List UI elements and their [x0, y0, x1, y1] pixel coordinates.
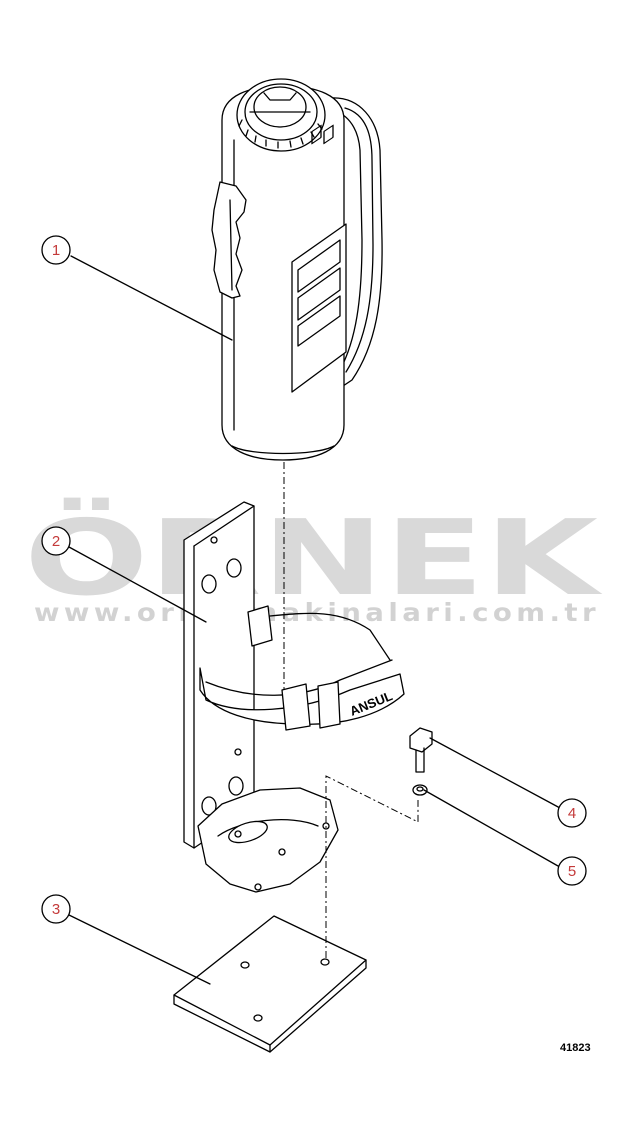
- watermark: ÖRNEK www.ornekmakinalari.com.tr: [24, 497, 603, 627]
- discharge-hose: [329, 97, 383, 389]
- extinguisher-cylinder: [211, 78, 383, 461]
- svg-text:1: 1: [52, 242, 60, 259]
- mounting-base-plate: [173, 915, 367, 1053]
- svg-text:5: 5: [568, 863, 576, 880]
- bracket-strap: [199, 667, 405, 725]
- carry-handle: [211, 181, 247, 299]
- lock-washer: [412, 784, 428, 796]
- watermark-url: www.ornekmakinalari.com.tr: [34, 598, 600, 627]
- instruction-label: [291, 223, 347, 393]
- mounting-bolt: [409, 727, 433, 773]
- svg-text:2: 2: [52, 533, 60, 550]
- figure-number: 41823: [560, 1042, 591, 1054]
- callout-2: 2: [41, 526, 71, 556]
- wall-bracket: ANSUL: [183, 501, 405, 893]
- leader-lines: [68, 255, 561, 985]
- fastener-path: [325, 775, 419, 958]
- strap-clamp: [247, 605, 273, 647]
- callout-4: 4: [557, 798, 587, 828]
- svg-text:4: 4: [568, 805, 576, 822]
- callout-3: 3: [41, 894, 71, 924]
- svg-text:3: 3: [52, 901, 60, 918]
- watermark-brand: ÖRNEK: [24, 497, 603, 619]
- valve-knob: [253, 86, 307, 128]
- callout-5: 5: [557, 856, 587, 886]
- callout-1: 1: [41, 235, 71, 265]
- bracket-cradle: [197, 787, 339, 893]
- strap-buckle: [281, 683, 311, 731]
